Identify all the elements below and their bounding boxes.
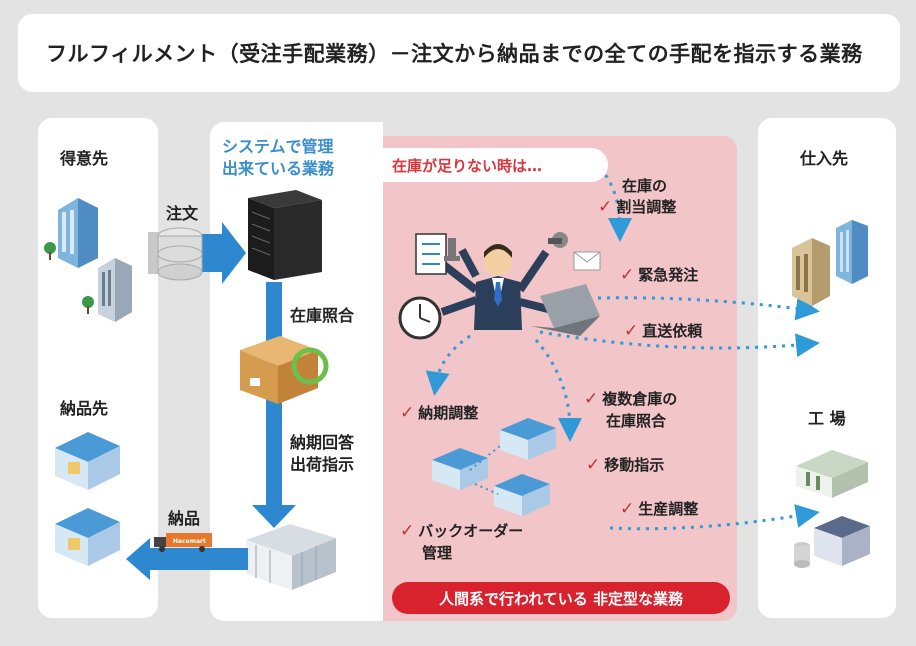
- manual-work-footer: 人間系で行われている 非定型な業務: [392, 582, 730, 614]
- system-title-line2: 出来ている業務: [222, 158, 335, 178]
- task-multi-warehouse: ✓複数倉庫の 在庫照合: [584, 388, 677, 431]
- task-backorder-line1: バックオーダー: [418, 522, 524, 540]
- task-backorder: ✓バックオーダー 管理: [400, 520, 523, 563]
- laptop-icon: [530, 284, 600, 336]
- delivery-adjust-arrow: [425, 334, 471, 396]
- production-adjust-arrow: [609, 504, 820, 531]
- factory-label: 工 場: [808, 409, 846, 428]
- task-backorder-line2: 管理: [422, 543, 453, 562]
- factory-2-icon: [794, 516, 870, 568]
- check-icon: ✓: [400, 521, 415, 541]
- reply-line2: 出荷指示: [290, 454, 355, 474]
- supplier-building-icon: [792, 238, 830, 306]
- shortage-header: 在庫が足りない時は…: [378, 148, 608, 182]
- warehouse-link-1: [469, 445, 501, 471]
- truck-text: Hacemart: [173, 538, 206, 545]
- check-circle-icon: [291, 347, 329, 385]
- delivery-house-icon: [55, 432, 120, 490]
- customer-label: 得意先: [60, 149, 109, 168]
- truck-icon: [154, 533, 212, 552]
- task-multi-warehouse-line1: 複数倉庫の: [602, 390, 678, 408]
- delivery-house-2-icon: [55, 508, 120, 566]
- check-icon: ✓: [400, 403, 415, 423]
- task-allocation-line2: 割当調整: [616, 198, 677, 217]
- system-title-line1: システムで管理: [222, 137, 334, 156]
- delivery-destination-label: 納品先: [60, 399, 109, 418]
- small-warehouse-2-icon: [500, 418, 556, 460]
- supplier-building-2-icon: [836, 220, 868, 284]
- check-icon: ✓: [586, 455, 601, 475]
- warehouse-link-2: [474, 483, 499, 495]
- system-panel-title: システムで管理 出来ている業務: [222, 136, 334, 179]
- task-delivery-adjust: ✓納期調整: [400, 402, 478, 425]
- warehouse-check-arrow: [534, 339, 582, 442]
- page-title: フルフィルメント（受注手配業務）－注文から納品までの全ての手配を指示する業務: [18, 14, 900, 92]
- check-icon: ✓: [598, 197, 613, 218]
- task-emergency-order-label: 緊急発注: [638, 266, 699, 284]
- box-icon: [240, 336, 318, 404]
- database-icon: [157, 227, 203, 281]
- factory-icon: [796, 450, 868, 498]
- task-emergency-order: ✓緊急発注: [620, 264, 698, 287]
- clipboard-icon: [415, 233, 447, 275]
- task-allocation-line1: 在庫の: [622, 177, 668, 195]
- task-transfer: ✓移動指示: [586, 454, 664, 477]
- small-warehouse-3-icon: [494, 474, 550, 516]
- supplier-label: 仕入先: [800, 149, 849, 168]
- server-icon: [248, 190, 322, 280]
- small-warehouse-icon: [432, 448, 488, 490]
- emergency-order-arrow: [597, 296, 820, 321]
- check-icon: ✓: [620, 499, 635, 519]
- check-icon: ✓: [584, 389, 599, 409]
- reply-label: 納期回答 出荷指示: [290, 432, 354, 475]
- envelope-icon: [573, 251, 601, 271]
- inventory-check-label: 在庫照合: [290, 306, 355, 325]
- delivery-label: 納品: [168, 509, 201, 528]
- direct-shipping-arrow: [539, 330, 820, 358]
- task-delivery-adjust-label: 納期調整: [418, 404, 479, 422]
- task-direct-shipping-label: 直送依頼: [642, 322, 703, 340]
- task-allocation: 在庫の ✓割当調整: [598, 176, 676, 219]
- title-text: フルフィルメント（受注手配業務）－注文から納品までの全ての手配を指示する業務: [46, 42, 863, 66]
- stamp-icon: [444, 238, 460, 261]
- phone-icon: [548, 232, 568, 248]
- order-label: 注文: [166, 204, 199, 223]
- reply-line1: 納期回答: [290, 433, 355, 452]
- delivery-arrow: [126, 538, 248, 580]
- clock-icon: [398, 296, 442, 340]
- warehouse-icon: [246, 524, 336, 590]
- check-icon: ✓: [620, 265, 635, 285]
- customer-building-2-icon: [82, 258, 132, 322]
- task-multi-warehouse-line2: 在庫照合: [606, 411, 667, 430]
- check-icon: ✓: [624, 321, 639, 341]
- task-production-adjust: ✓生産調整: [620, 498, 698, 521]
- task-direct-shipping: ✓直送依頼: [624, 320, 702, 343]
- customer-building-icon: [44, 198, 98, 268]
- task-transfer-label: 移動指示: [604, 456, 665, 474]
- businessman-icon: [437, 244, 561, 330]
- task-production-adjust-label: 生産調整: [638, 500, 699, 518]
